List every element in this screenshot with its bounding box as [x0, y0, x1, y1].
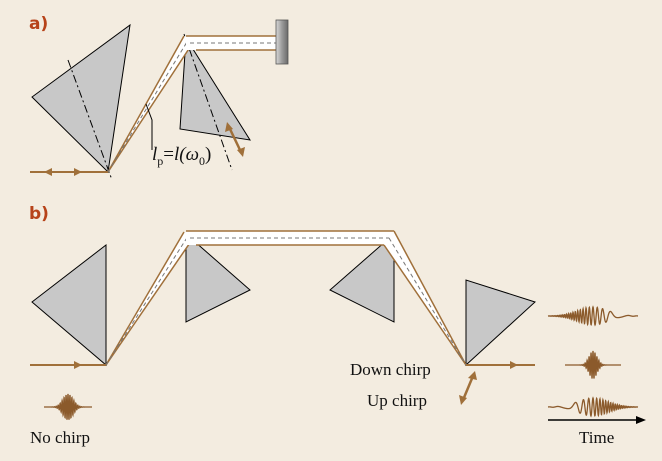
formula-eq: = — [163, 144, 174, 165]
input-arrowhead-b — [74, 361, 82, 369]
beam-b1-center — [105, 232, 191, 366]
panel-label-a: a) — [29, 14, 49, 34]
translation-arrow-b — [461, 375, 475, 401]
pulse-no-chirp — [44, 393, 92, 420]
collimated-beam-a — [186, 36, 276, 50]
formula-l: l — [152, 144, 158, 165]
formula-p: p — [157, 153, 164, 168]
time-axis-arrowhead — [636, 416, 646, 424]
beam-a-edge-2 — [107, 37, 197, 173]
prism-b1 — [31, 243, 107, 367]
output-arrowhead-b — [510, 361, 518, 369]
end-mirror — [275, 19, 289, 65]
beam-b3-edge-1 — [393, 230, 467, 366]
prism-b2 — [185, 232, 251, 323]
prism-b4 — [465, 279, 536, 367]
formula-rhs: l(ω — [174, 144, 200, 165]
label-up-chirp: Up chirp — [367, 391, 427, 410]
formula-sub0: 0 — [199, 153, 206, 168]
prism-a2 — [179, 36, 252, 141]
translation-arrowhead-up-a — [225, 122, 233, 132]
pulse-up-chirp — [547, 396, 639, 418]
panel-label-b: b) — [29, 204, 49, 224]
pulse-down-chirp — [547, 305, 639, 327]
prism-b3 — [329, 232, 395, 323]
label-no-chirp: No chirp — [30, 428, 90, 447]
beam-b3-edge-2 — [383, 244, 467, 366]
label-down-chirp: Down chirp — [350, 360, 431, 379]
translation-arrowhead-up-b — [468, 371, 477, 380]
translation-arrow-a — [227, 126, 243, 153]
path-length-formula: lp=l(ω0) — [152, 144, 211, 169]
beam-b1-edge-1 — [105, 231, 185, 366]
beam-a-center — [107, 36, 191, 173]
input-arrowhead-right-a — [74, 168, 82, 176]
translation-arrowhead-down-b — [459, 395, 467, 405]
prism-a1 — [31, 23, 131, 174]
label-time: Time — [579, 428, 615, 447]
formula-close: ) — [205, 144, 212, 165]
beam-b1-edge-2 — [105, 233, 197, 366]
pulse-compressed — [565, 350, 621, 379]
translation-arrowhead-down-a — [237, 147, 245, 157]
path-length-pointer — [145, 103, 153, 150]
input-arrowhead-left-a — [44, 168, 52, 176]
prism-a1-axis — [67, 59, 113, 181]
beam-b3-center — [388, 237, 467, 366]
converging-beam-b — [384, 231, 466, 365]
